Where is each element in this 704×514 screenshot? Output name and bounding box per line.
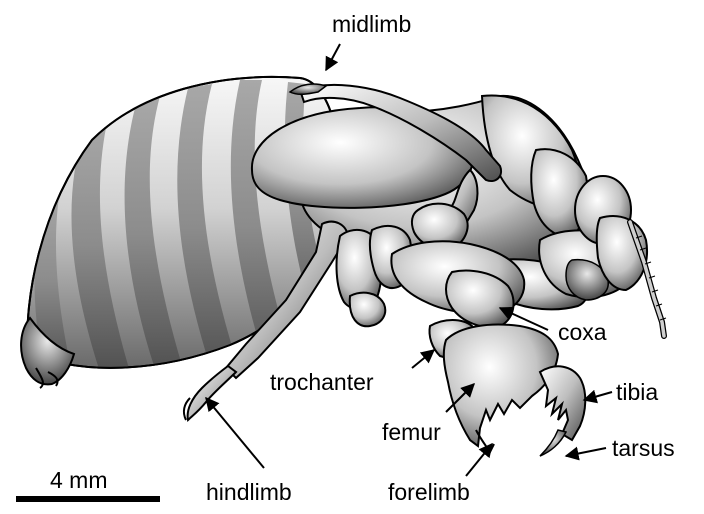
label-femur: femur [382,419,441,445]
label-tibia: tibia [616,379,658,405]
label-coxa: coxa [558,319,607,345]
label-trochanter: trochanter [270,369,374,395]
label-tarsus: tarsus [612,435,675,461]
label-forelimb: forelimb [388,479,470,505]
label-hindlimb: hindlimb [206,479,292,505]
hindlimb-arrow [206,398,264,468]
midlimb-arrow [326,44,340,70]
scale-bar: 4 mm [16,467,160,502]
scale-bar-line [16,496,160,502]
scale-bar-label: 4 mm [50,467,108,493]
tibia-arrow [584,392,612,400]
label-midlimb: midlimb [332,11,411,37]
tarsus-arrow [566,448,606,456]
trochanter-arrow [412,350,434,368]
forelimb-arrow [466,444,492,476]
